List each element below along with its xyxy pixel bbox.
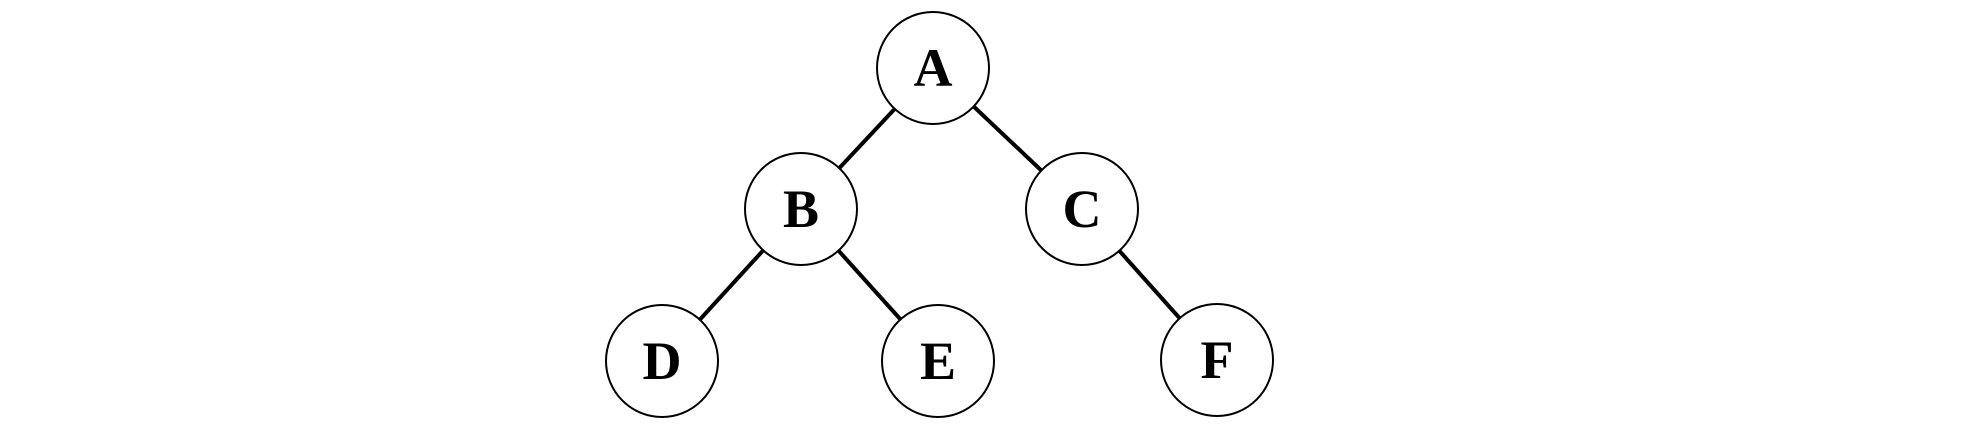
tree-node-C: C [1025,152,1139,266]
tree-nodes-layer: A B C D E F [605,11,1274,418]
tree-node-circle-E [881,304,995,418]
tree-node-label-E: E [920,331,956,391]
tree-node-label-C: C [1063,179,1102,239]
tree-node-label-D: D [643,331,682,391]
tree-node-D: D [605,304,719,418]
tree-node-circle-D [605,304,719,418]
tree-node-label-A: A [914,38,953,98]
tree-node-circle-B [744,152,858,266]
tree-node-label-B: B [783,179,819,239]
tree-node-circle-C [1025,152,1139,266]
tree-node-circle-A [876,11,990,125]
tree-node-circle-F [1160,303,1274,417]
tree-node-F: F [1160,303,1274,417]
tree-node-E: E [881,304,995,418]
tree-node-label-F: F [1201,330,1234,390]
tree-node-B: B [744,152,858,266]
tree-node-A: A [876,11,990,125]
